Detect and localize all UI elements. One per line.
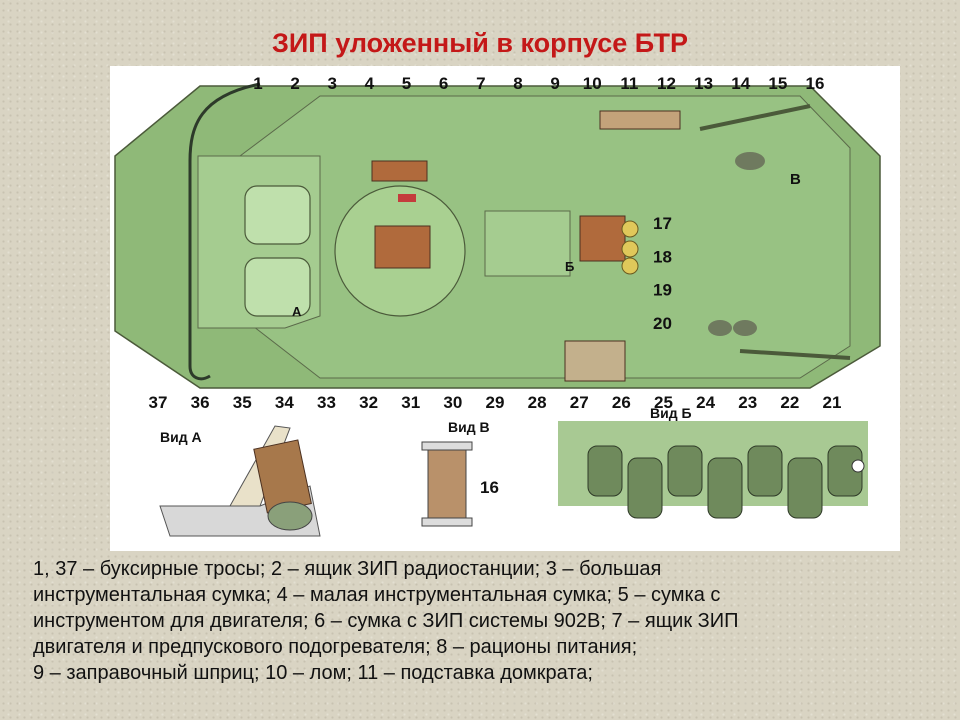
ration-bag xyxy=(587,445,623,497)
ration-bags xyxy=(587,445,863,519)
caption-line: 1, 37 – буксирные тросы; 2 – ящик ЗИП ра… xyxy=(33,558,662,580)
callout-number: 13 xyxy=(694,74,713,93)
callout-number: 20 xyxy=(653,314,672,333)
callout-number: 32 xyxy=(359,393,378,412)
callout-number: 30 xyxy=(443,393,462,412)
callout-number: 7 xyxy=(476,74,485,93)
caption-line: 9 – заправочный шприц; 10 – лом; 11 – по… xyxy=(33,662,593,684)
ration-bag xyxy=(787,457,823,519)
ration-box xyxy=(579,215,626,262)
commander-seat xyxy=(244,257,311,317)
callout-number: 19 xyxy=(653,281,672,300)
caption-line: двигателя и предпускового подогревателя;… xyxy=(33,636,638,658)
view-a-label: Вид А xyxy=(160,429,202,445)
callout-number: 2 xyxy=(290,74,299,93)
hull-marker-v: В xyxy=(790,171,801,188)
callout-number: 14 xyxy=(731,74,750,93)
callouts-bottom: 37 36 35 34 33 32 31 30 29 28 27 26 25 24 23 22 21 xyxy=(149,393,842,412)
callout-number: 35 xyxy=(233,393,252,412)
callouts-right: 17 18 19 20 xyxy=(653,214,672,333)
callout-number: 28 xyxy=(528,393,547,412)
callout-number: 22 xyxy=(780,393,799,412)
callout-number: 26 xyxy=(612,393,631,412)
hull-top-view: А Б В xyxy=(114,82,881,389)
view-v-label: Вид В xyxy=(448,419,490,435)
tool-bag-small xyxy=(371,160,428,182)
callout-number: 15 xyxy=(768,74,787,93)
view-b-label: Вид Б xyxy=(650,405,692,421)
callout-number: 1 xyxy=(253,74,262,93)
tool-bag-large xyxy=(374,225,431,269)
callout-number: 29 xyxy=(486,393,505,412)
callout-number: 6 xyxy=(439,74,448,93)
callout-number: 23 xyxy=(738,393,757,412)
callout-number: 12 xyxy=(657,74,676,93)
callout-number: 21 xyxy=(823,393,842,412)
ration-bag xyxy=(707,457,743,519)
tow-cable xyxy=(188,82,261,381)
hull-marker-a: А xyxy=(292,304,302,319)
callout-number: 37 xyxy=(149,393,168,412)
callout-number: 25 xyxy=(654,393,673,412)
driver-seat xyxy=(244,185,311,245)
slide-title: ЗИП уложенный в корпусе БТР xyxy=(271,28,689,58)
callout-number: 27 xyxy=(570,393,589,412)
callout-number: 4 xyxy=(365,74,375,93)
callout-number: 18 xyxy=(653,247,672,266)
callout-number: 17 xyxy=(653,214,672,233)
callout-number: 36 xyxy=(191,393,210,412)
view-a-illustration: Вид А xyxy=(159,425,321,537)
hull-marker-b: Б xyxy=(565,259,574,274)
radio-spares-box xyxy=(599,110,681,130)
view-v-callout: 16 xyxy=(480,478,499,497)
callout-number: 16 xyxy=(806,74,825,93)
callout-number: 5 xyxy=(402,74,411,93)
callout-number: 24 xyxy=(696,393,715,412)
callout-number: 11 xyxy=(620,74,638,93)
caption-line: инструментальная сумка; 4 – малая инстру… xyxy=(33,584,721,606)
callout-number: 33 xyxy=(317,393,336,412)
view-v-illustration: Вид В 16 xyxy=(421,419,499,527)
callout-number: 9 xyxy=(550,74,559,93)
view-b-illustration: Вид Б xyxy=(558,405,868,519)
ration-bag xyxy=(747,445,783,497)
callout-number: 34 xyxy=(275,393,294,412)
callout-number: 31 xyxy=(401,393,420,412)
callout-number: 8 xyxy=(513,74,522,93)
tool-case xyxy=(564,340,626,382)
legend-caption: 1, 37 – буксирные тросы; 2 – ящик ЗИП ра… xyxy=(33,556,926,686)
callout-number: 3 xyxy=(328,74,337,93)
ration-bag xyxy=(627,457,663,519)
callout-number: 10 xyxy=(583,74,602,93)
ration-bag xyxy=(667,445,703,497)
view-a-box xyxy=(253,439,312,514)
caption-line: инструментом для двигателя; 6 – сумка с … xyxy=(33,610,739,632)
